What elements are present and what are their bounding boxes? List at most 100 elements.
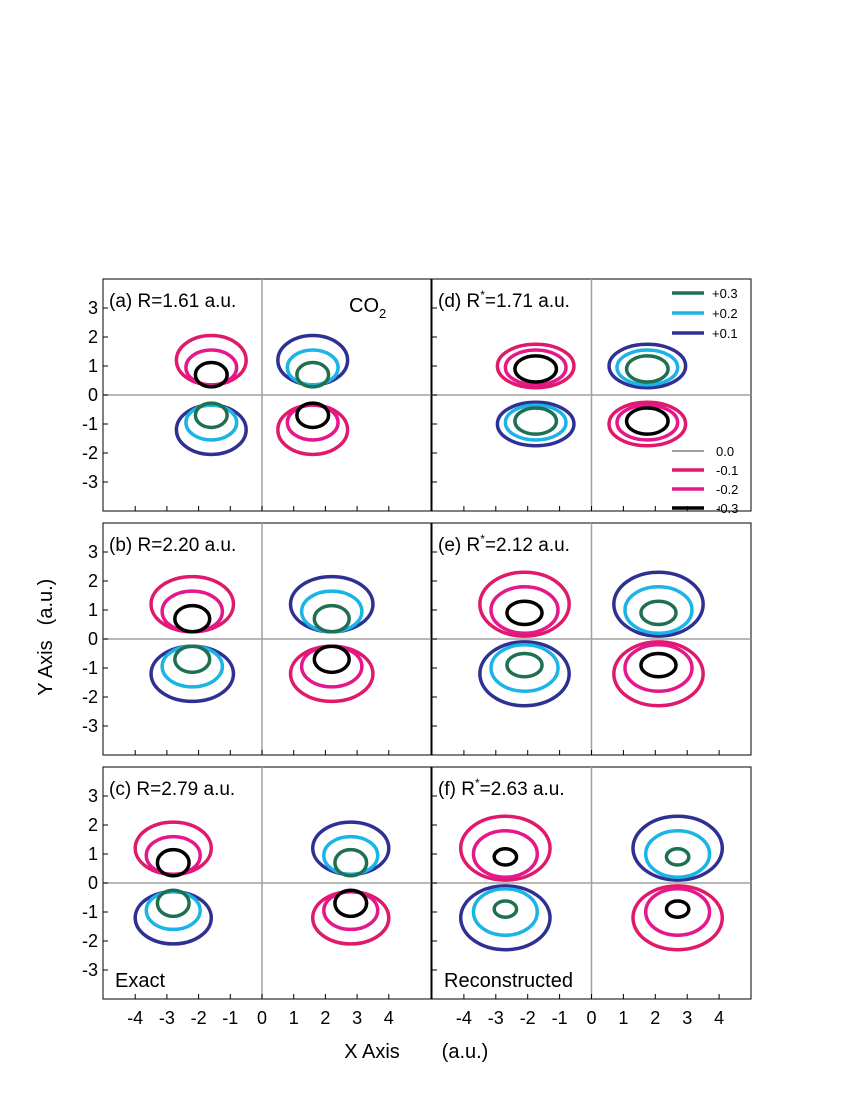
contour-line: [458, 884, 552, 952]
contour-line: [312, 644, 351, 675]
y-tick-label: 2: [88, 571, 98, 591]
contour-line: [643, 829, 712, 879]
y-tick-label: 0: [88, 629, 98, 649]
contour-line: [299, 589, 364, 634]
contour-line: [513, 406, 559, 436]
contour-line: [607, 400, 688, 448]
y-tick-label: 1: [88, 600, 98, 620]
y-tick-label: 0: [88, 385, 98, 405]
contour-line: [495, 400, 576, 448]
x-tick-label: 3: [682, 1008, 692, 1028]
x-tick-label: -1: [552, 1008, 568, 1028]
contour-line: [333, 847, 369, 878]
contour-line: [631, 814, 725, 882]
contour-line: [458, 814, 552, 882]
x-axis-unit: (a.u.): [442, 1041, 489, 1063]
contour-line: [607, 342, 688, 390]
contour-line: [299, 644, 364, 689]
contour-line: [513, 354, 559, 384]
x-tick-label: -2: [520, 1008, 536, 1028]
contour-line: [173, 644, 212, 675]
contour-line: [623, 643, 694, 693]
panel-title: (f) R*=2.63 a.u.: [438, 776, 565, 800]
y-tick-label: -2: [82, 931, 98, 951]
contour-line: [624, 354, 670, 384]
contour-line: [492, 847, 519, 867]
legend-label: +0.2: [712, 306, 738, 321]
contour-line: [639, 651, 678, 679]
contour-line: [489, 585, 560, 635]
x-tick-label: 3: [352, 1008, 362, 1028]
x-tick-label: 0: [586, 1008, 596, 1028]
panel-title: (d) R*=1.71 a.u.: [438, 288, 570, 312]
panel-title: (b) R=2.20 a.u.: [109, 535, 236, 556]
y-tick-label: -3: [82, 960, 98, 980]
x-axis-label: X Axis: [344, 1041, 400, 1063]
x-tick-label: 4: [384, 1008, 394, 1028]
y-tick-label: 3: [88, 542, 98, 562]
contour-line: [471, 887, 540, 937]
contour-line: [664, 847, 691, 867]
contour-line: [643, 887, 712, 937]
contour-line: [173, 603, 212, 634]
x-tick-label: 4: [714, 1008, 724, 1028]
panel-title: (a) R=1.61 a.u.: [109, 291, 236, 312]
contour-line: [503, 403, 568, 442]
x-tick-label: -1: [222, 1008, 238, 1028]
contour-line: [322, 834, 380, 877]
contour-line: [312, 603, 351, 634]
legend-label: -0.1: [716, 463, 738, 478]
contour-line: [624, 406, 670, 436]
panel-annotation: Reconstructed: [444, 970, 573, 992]
y-tick-label: 3: [88, 786, 98, 806]
contour-line: [615, 348, 680, 387]
contour-line: [333, 888, 369, 919]
y-tick-label: 2: [88, 815, 98, 835]
contour-line: [631, 884, 725, 952]
contour-line: [478, 570, 571, 638]
contour-line: [184, 348, 239, 387]
x-tick-label: -3: [159, 1008, 175, 1028]
contour-line: [478, 640, 571, 708]
contour-line: [155, 847, 191, 878]
legend-label: -0.2: [716, 482, 738, 497]
panel-title: (c) R=2.79 a.u.: [109, 779, 235, 800]
contour-line: [664, 899, 691, 919]
panel-d: (d) R*=1.71 a.u.+0.3+0.2+0.10.0-0.1-0.2-…: [431, 278, 752, 516]
contour-line: [160, 589, 225, 634]
contour-line: [615, 403, 680, 442]
y-tick-label: -3: [82, 472, 98, 492]
y-tick-label: -2: [82, 687, 98, 707]
panel-annotation: Exact: [115, 970, 165, 992]
contour-line: [295, 360, 331, 389]
x-tick-label: -4: [456, 1008, 472, 1028]
contour-line: [295, 401, 331, 430]
x-tick-label: -4: [127, 1008, 143, 1028]
contour-line: [471, 829, 540, 879]
legend-label: 0.0: [716, 444, 734, 459]
contour-line: [639, 599, 678, 627]
contour-line: [505, 599, 544, 627]
contour-line: [155, 888, 191, 919]
y-tick-label: -1: [82, 902, 98, 922]
panel-title: (e) R*=2.12 a.u.: [438, 532, 570, 556]
contour-line: [144, 889, 202, 932]
contour-line: [285, 348, 340, 387]
x-tick-label: 0: [257, 1008, 267, 1028]
x-tick-label: 2: [320, 1008, 330, 1028]
y-tick-label: 0: [88, 873, 98, 893]
contour-line: [612, 570, 705, 638]
contour-line: [503, 348, 568, 387]
y-axis-unit: (a.u.): [35, 579, 57, 626]
contour-line: [322, 889, 380, 932]
contour-line: [193, 360, 229, 389]
contour-line: [285, 403, 340, 442]
contour-line: [495, 342, 576, 390]
contour-line: [144, 834, 202, 877]
x-tick-label: 2: [650, 1008, 660, 1028]
